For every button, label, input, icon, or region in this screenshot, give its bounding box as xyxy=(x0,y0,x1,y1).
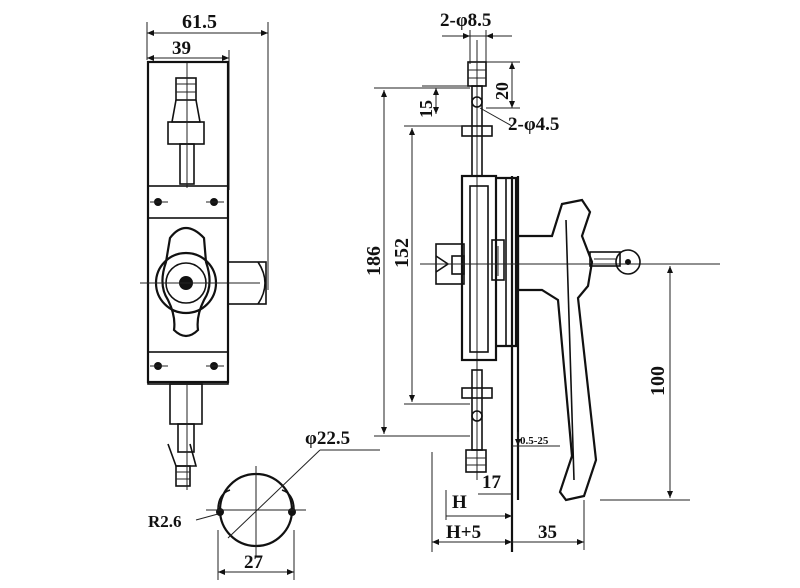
dim-hole-spacing: 152 xyxy=(391,125,470,405)
dim-overall-width: 61.5 xyxy=(146,11,269,290)
dim-top-clearance: 15 xyxy=(416,85,470,118)
dim-label-mount-holes: 2-φ8.5 xyxy=(440,10,491,31)
dim-plate-width: 39 xyxy=(147,38,230,190)
dim-label-flange-width: 27 xyxy=(244,552,264,573)
dim-label-top-offset: 20 xyxy=(492,82,512,100)
flange-detail: φ22.5 R2.6 27 xyxy=(148,428,380,580)
dim-label-flange-diameter: φ22.5 xyxy=(305,428,350,449)
dim-label-overall-width: 61.5 xyxy=(182,11,217,33)
dim-label-top-clearance: 15 xyxy=(416,100,436,118)
dim-label-plate-width: 39 xyxy=(172,38,191,59)
dim-rod-length: 17 xyxy=(478,472,512,495)
dim-rod-holes: 2-φ4.5 xyxy=(479,107,559,135)
main-plate xyxy=(146,60,230,385)
dim-label-hole-spacing: 152 xyxy=(391,238,413,268)
dim-handle-height: 100 xyxy=(600,266,690,501)
dim-mount-holes: 2-φ8.5 xyxy=(440,10,512,64)
dim-overall-height: 186 xyxy=(363,87,470,437)
dim-label-handle-height: 100 xyxy=(647,366,669,396)
dim-label-overall-height: 186 xyxy=(363,246,385,276)
dim-top-offset: 20 xyxy=(486,61,520,109)
dim-label-rod-holes: 2-φ4.5 xyxy=(508,114,559,135)
dim-label-thickness-h5: H+5 xyxy=(446,522,481,543)
dim-panel-range: 0.5-25 xyxy=(512,432,560,447)
side-body xyxy=(460,174,518,362)
panel xyxy=(420,176,720,552)
top-rod xyxy=(167,62,205,188)
dim-label-handle-depth: 35 xyxy=(538,522,557,543)
side-view: 2-φ8.5 20 15 2-φ4.5 xyxy=(363,10,720,552)
dim-label-screw-radius: R2.6 xyxy=(148,512,182,531)
dim-label-panel-range: 0.5-25 xyxy=(520,435,549,447)
dim-label-thickness-h: H xyxy=(452,492,467,513)
dim-label-rod-length: 17 xyxy=(482,472,502,493)
dim-thickness: H H+5 35 xyxy=(431,452,585,552)
handle-lever xyxy=(516,198,641,502)
front-view: 61.5 39 xyxy=(140,11,380,580)
handle-lock xyxy=(140,226,267,338)
bottom-rod xyxy=(167,383,203,490)
